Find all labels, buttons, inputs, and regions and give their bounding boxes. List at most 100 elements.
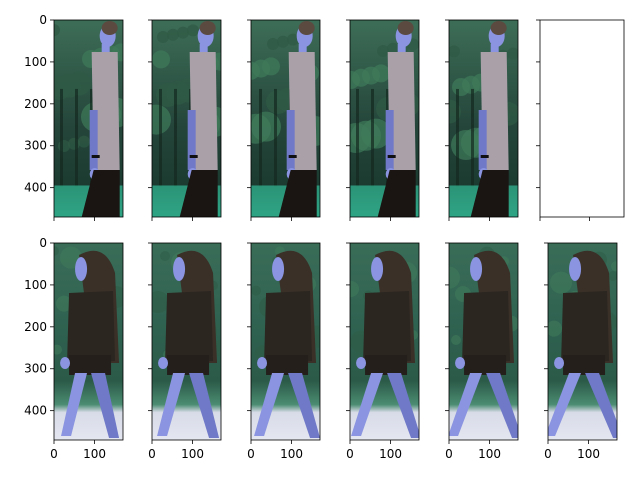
ytick-label: 100 [24, 55, 47, 69]
foliage-blob [152, 104, 171, 135]
skirt [69, 355, 112, 375]
xtick-label: 0 [445, 447, 453, 461]
leg-back [548, 373, 582, 436]
xtick-label: 100 [379, 447, 402, 461]
ytick-label: 300 [24, 139, 47, 153]
foliage-blob [157, 31, 169, 43]
foliage-blob [277, 35, 289, 48]
leg-back [351, 373, 384, 436]
foliage-blob [68, 137, 80, 150]
panel-image [350, 20, 419, 217]
foliage-blob [611, 261, 617, 272]
axes-frame [547, 242, 618, 441]
tree-trunk [259, 88, 262, 188]
leg-front [189, 373, 220, 438]
foliage-blob [361, 118, 391, 149]
neck [101, 44, 110, 54]
leg-front [288, 373, 320, 438]
foliage-blob [54, 24, 60, 36]
skirt [167, 355, 210, 375]
panel-0-4 [445, 19, 519, 221]
axes-frame [250, 242, 321, 441]
foliage-blob [262, 57, 280, 76]
axes-frame [53, 242, 124, 441]
foliage-blob [550, 271, 572, 294]
foliage-blob [449, 45, 460, 58]
shirt [91, 52, 120, 172]
wristband [189, 155, 198, 158]
hand [257, 357, 268, 369]
xtick-label: 0 [247, 447, 255, 461]
jacket [264, 291, 313, 363]
xtick-label: 100 [181, 447, 204, 461]
foliage-blob [78, 135, 90, 148]
face [75, 257, 88, 281]
ytick-label: 200 [24, 97, 47, 111]
foliage-blob [177, 26, 189, 39]
shirt [189, 52, 218, 172]
ytick-label: 200 [24, 320, 47, 334]
axes-frame [53, 19, 124, 218]
ytick-label: 0 [39, 13, 47, 27]
ytick-label: 100 [24, 278, 47, 292]
neck [298, 44, 307, 54]
foliage-blob [54, 344, 62, 355]
axes-frame [250, 19, 321, 218]
leg-back [254, 373, 285, 436]
tree-trunk [471, 88, 474, 188]
ytick-label: 400 [24, 404, 47, 418]
hair [490, 21, 507, 35]
arm [478, 110, 487, 170]
panel-0-2 [247, 19, 321, 221]
foliage-blob [58, 140, 70, 152]
tree-trunk [356, 88, 359, 188]
panel-image [350, 243, 419, 440]
foliage-blob [372, 64, 390, 83]
foliage-blob [608, 271, 617, 281]
pants [278, 170, 317, 217]
hair [199, 21, 216, 35]
foliage-blob [548, 320, 562, 337]
foliage-blob [387, 42, 399, 55]
axes-frame [539, 19, 625, 218]
foliage-blob [187, 24, 199, 37]
face [272, 257, 285, 281]
hand [554, 357, 565, 369]
tree-trunk [60, 88, 63, 188]
leg-front [387, 373, 419, 438]
skirt [464, 355, 507, 375]
neck [199, 44, 208, 54]
tree-trunk [75, 88, 78, 188]
panel-image [54, 243, 123, 440]
hand [158, 357, 169, 369]
foliage-blob [377, 45, 389, 57]
arm [385, 110, 394, 170]
panel-image [251, 243, 320, 440]
panel-0-3 [346, 19, 420, 221]
leg-back [449, 373, 483, 436]
empty-image [540, 20, 624, 217]
xtick-label: 0 [50, 447, 58, 461]
ytick-label: 300 [24, 362, 47, 376]
foliage-blob [350, 281, 359, 297]
foliage-blob [451, 335, 461, 345]
hair [397, 21, 414, 35]
tree-trunk [274, 88, 277, 188]
tree-trunk [159, 88, 162, 188]
foliage-blob [152, 50, 170, 69]
xtick-label: 100 [83, 447, 106, 461]
leg-front [91, 373, 120, 438]
xtick-label: 100 [478, 447, 501, 461]
skirt [365, 355, 408, 375]
foliage-blob [287, 33, 299, 46]
tree-trunk [174, 88, 177, 188]
skirt [266, 355, 309, 375]
arm [187, 110, 196, 170]
face [470, 257, 483, 281]
